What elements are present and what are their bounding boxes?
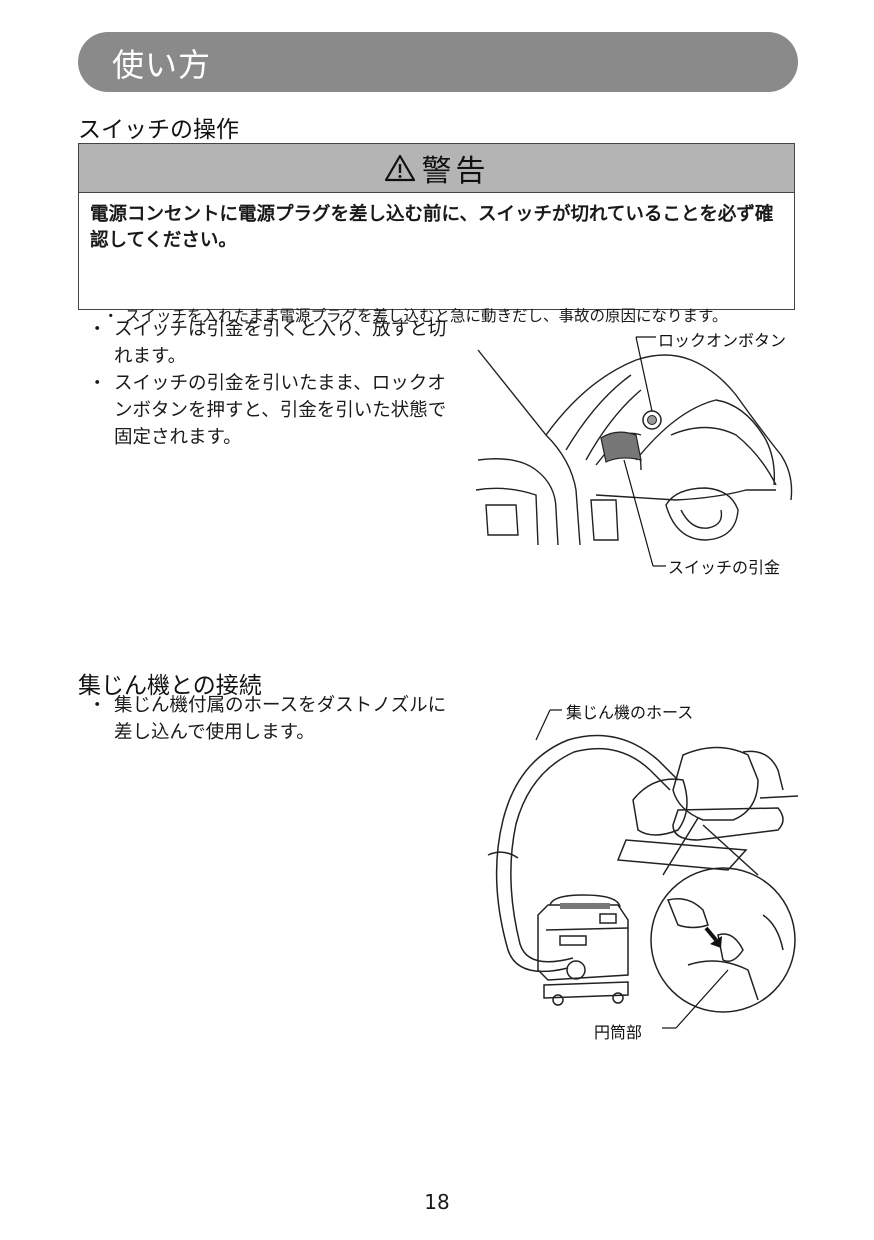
warning-note-text: スイッチを入れたまま電源プラグを差し込むと急に動きだし、事故の原因になります。 [125,307,728,325]
warning-title: 警告 [421,154,490,189]
bullet-dot: ・ [88,373,107,394]
list-item: ・ スイッチの引金を引いたまま、ロックオンボタンを押すと、引金を引いた状態で固定… [78,370,460,451]
bullet-dot: ・ [88,319,107,340]
tool-handle-illustration [475,336,793,567]
switch-bullets: ・ スイッチは引金を引くと入り、放すと切れます。 ・ スイッチの引金を引いたまま… [78,316,460,451]
banner-title: 使い方 [112,46,212,84]
callout-cylinder: 円筒部 [594,1023,643,1042]
warning-triangle-icon [384,153,416,183]
bullet-text: スイッチは引金を引くと入り、放すと切れます。 [114,319,447,367]
warning-main-text: 電源コンセントに電源プラグを差し込む前に、スイッチが切れていることを必ず確認して… [90,204,774,251]
section-banner: 使い方 [78,32,798,92]
bullet-dot: ・ [103,307,119,325]
warning-header: 警告 [79,144,794,193]
dust-collector-illustration [487,709,799,1029]
bullet-text: スイッチの引金を引いたまま、ロックオンボタンを押すと、引金を引いた状態で固定され… [114,373,447,448]
callout-hose: 集じん機のホース [566,703,694,722]
dust-collector-bullets: ・ 集じん機付属のホースをダストノズルに差し込んで使用します。 [78,692,460,746]
warning-note: ・ スイッチを入れたまま電源プラグを差し込むと急に動きだし、事故の原因になります… [101,303,811,329]
heading-switch-operation: スイッチの操作 [78,117,239,143]
bullet-dot: ・ [88,695,107,716]
callout-trigger: スイッチの引金 [668,558,781,577]
list-item: ・ 集じん機付属のホースをダストノズルに差し込んで使用します。 [78,692,460,746]
bullet-text: 集じん機付属のホースをダストノズルに差し込んで使用します。 [114,695,447,743]
heading-dust-collector: 集じん機との接続 [78,673,262,699]
callout-lock-on-button: ロックオンボタン [658,331,787,350]
page-number: 18 [424,1190,450,1214]
warning-box: 警告 電源コンセントに電源プラグを差し込む前に、スイッチが切れていることを必ず確… [78,143,795,325]
list-item: ・ スイッチは引金を引くと入り、放すと切れます。 [78,316,460,370]
